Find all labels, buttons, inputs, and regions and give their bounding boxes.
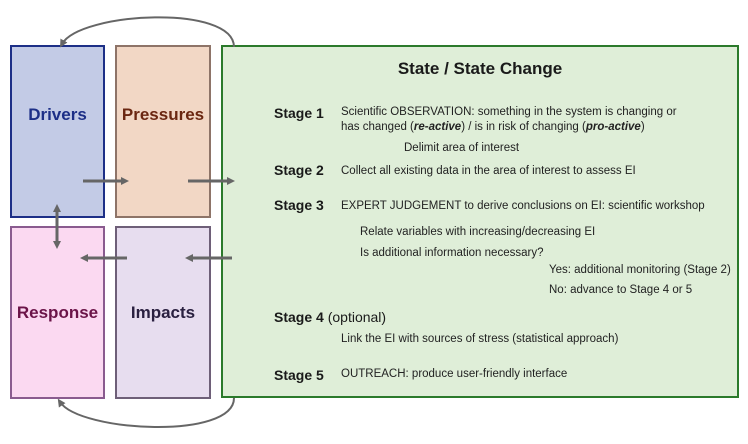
top-loop-arrow xyxy=(60,16,235,48)
stage2-text: Collect all existing data in the area of… xyxy=(341,165,636,177)
drivers-label: Drivers xyxy=(28,105,87,124)
response-label: Response xyxy=(16,303,99,322)
pressures-box: Pressures xyxy=(115,45,211,218)
stage4-label: Stage 4 (optional) xyxy=(274,309,386,325)
stage1-text-line1: Scientific OBSERVATION: something in the… xyxy=(341,106,677,118)
stage3-yes: Yes: additional monitoring (Stage 2) xyxy=(549,264,731,276)
proactive-text: pro-active xyxy=(585,121,641,133)
stage1-label: Stage 1 xyxy=(274,105,324,121)
stage1-sub: Delimit area of interest xyxy=(404,142,520,154)
stage1-text-line2: has changed (re-active) / is in risk of … xyxy=(341,121,645,133)
drivers-box: Drivers xyxy=(10,45,105,218)
stage3-text: EXPERT JUDGEMENT to derive conclusions o… xyxy=(341,200,705,212)
stage1-line2-pre: has changed ( xyxy=(341,121,414,133)
stage1-line2-post: ) xyxy=(640,121,645,133)
pressures-label: Pressures xyxy=(121,105,205,124)
stage3-sub1: Relate variables with increasing/decreas… xyxy=(360,226,596,238)
stage4-text: Link the EI with sources of stress (stat… xyxy=(341,333,619,345)
state-title: State / State Change xyxy=(397,59,563,78)
stage1-line2-mid: ) / is in risk of changing ( xyxy=(461,121,586,133)
stage3-sub2: Is additional information necessary? xyxy=(360,247,544,259)
state-change-box: State / State Change Stage 1 Scientific … xyxy=(221,45,739,398)
bottom-loop-arrow xyxy=(57,397,235,428)
stage5-text: OUTREACH: produce user-friendly interfac… xyxy=(341,368,568,380)
response-box: Response xyxy=(10,226,105,399)
stage5-label: Stage 5 xyxy=(274,367,324,383)
stage3-no: No: advance to Stage 4 or 5 xyxy=(549,284,693,296)
stage3-label: Stage 3 xyxy=(274,197,324,213)
stage4-optional: (optional) xyxy=(327,309,387,325)
impacts-box: Impacts xyxy=(115,226,211,399)
reactive-text: re-active xyxy=(413,121,462,133)
impacts-label: Impacts xyxy=(130,303,196,322)
stage2-label: Stage 2 xyxy=(274,162,324,178)
stage4-label-text: Stage 4 xyxy=(274,309,324,325)
